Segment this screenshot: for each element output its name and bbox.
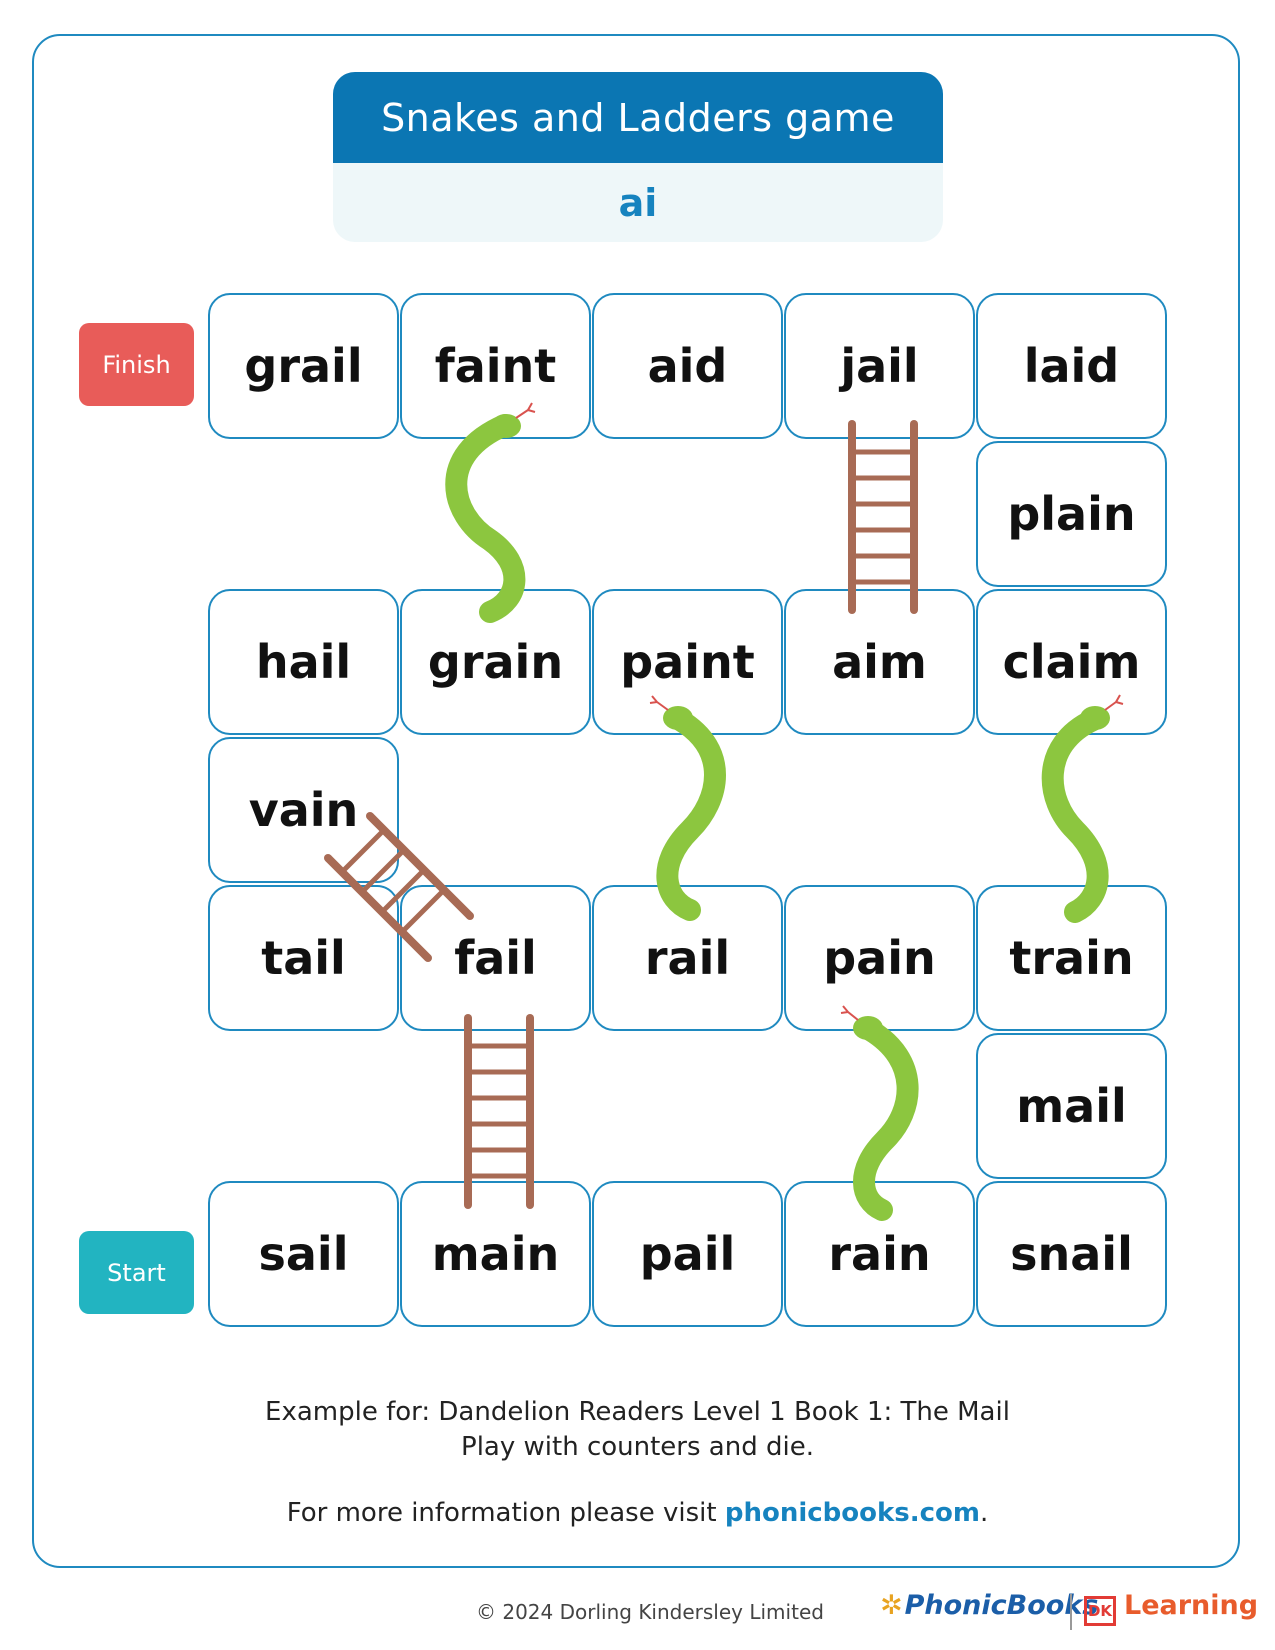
board-cell-plain[interactable]: plain bbox=[976, 441, 1167, 587]
board-cell-laid[interactable]: laid bbox=[976, 293, 1167, 439]
more-info-prefix: For more information please visit bbox=[286, 1498, 725, 1528]
board-cell-aim[interactable]: aim bbox=[784, 589, 975, 735]
phonicbooks-link[interactable]: phonicbooks.com bbox=[724, 1498, 981, 1528]
bee-icon: ✲ bbox=[880, 1590, 903, 1621]
board-cell-aid[interactable]: aid bbox=[592, 293, 783, 439]
phonicbooks-logo: ✲PhonicBooks bbox=[880, 1590, 1098, 1621]
board-cell-sail[interactable]: sail bbox=[208, 1181, 399, 1327]
board-cell-hail[interactable]: hail bbox=[208, 589, 399, 735]
board-cell-fail[interactable]: fail bbox=[400, 885, 591, 1031]
logo-divider bbox=[1070, 1594, 1072, 1630]
board-cell-main[interactable]: main bbox=[400, 1181, 591, 1327]
dk-logo: DK bbox=[1084, 1596, 1116, 1626]
finish-marker: Finish bbox=[79, 323, 194, 406]
board-cell-pail[interactable]: pail bbox=[592, 1181, 783, 1327]
board-cell-claim[interactable]: claim bbox=[976, 589, 1167, 735]
phonicbooks-logo-text: PhonicBooks bbox=[904, 1590, 1099, 1621]
board-cell-pain[interactable]: pain bbox=[784, 885, 975, 1031]
board-cell-snail[interactable]: snail bbox=[976, 1181, 1167, 1327]
page-title: Snakes and Ladders game bbox=[333, 72, 943, 163]
board-cell-jail[interactable]: jail bbox=[784, 293, 975, 439]
board-cell-rail[interactable]: rail bbox=[592, 885, 783, 1031]
board-cell-train[interactable]: train bbox=[976, 885, 1167, 1031]
board-cell-faint[interactable]: faint bbox=[400, 293, 591, 439]
page-frame bbox=[32, 34, 1240, 1568]
board-cell-grain[interactable]: grain bbox=[400, 589, 591, 735]
board-cell-rain[interactable]: rain bbox=[784, 1181, 975, 1327]
board-cell-paint[interactable]: paint bbox=[592, 589, 783, 735]
board-cell-grail[interactable]: grail bbox=[208, 293, 399, 439]
more-info-suffix: . bbox=[980, 1498, 989, 1528]
start-marker: Start bbox=[79, 1231, 194, 1314]
board-cell-vain[interactable]: vain bbox=[208, 737, 399, 883]
board-cell-mail[interactable]: mail bbox=[976, 1033, 1167, 1179]
phoneme-subtitle: ai bbox=[618, 180, 658, 225]
learning-logo: Learning bbox=[1124, 1590, 1259, 1621]
example-note: Example for: Dandelion Readers Level 1 B… bbox=[265, 1397, 1010, 1427]
title-box: Snakes and Ladders game ai bbox=[333, 72, 943, 242]
board-cell-tail[interactable]: tail bbox=[208, 885, 399, 1031]
copyright-text: © 2024 Dorling Kindersley Limited bbox=[476, 1600, 824, 1624]
more-info: For more information please visit phonic… bbox=[0, 1498, 1275, 1528]
play-instructions: Play with counters and die. bbox=[461, 1432, 814, 1462]
